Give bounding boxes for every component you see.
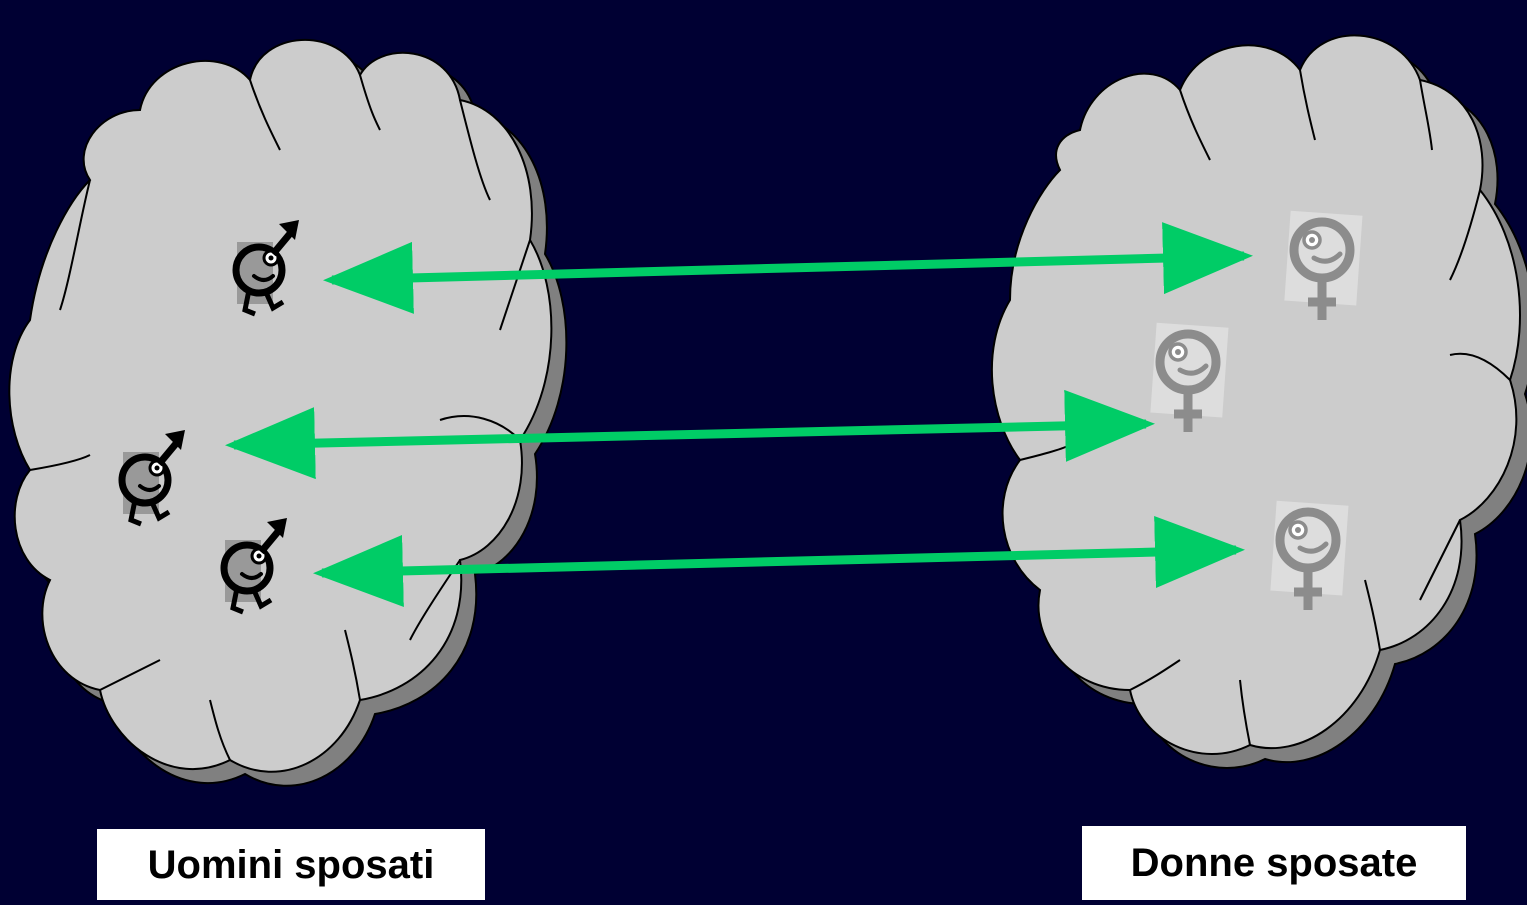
cloud-women [992, 35, 1527, 768]
women-label: Donne sposate [1082, 826, 1466, 900]
cloud-men [9, 40, 566, 786]
men-label: Uomini sposati [97, 829, 485, 900]
